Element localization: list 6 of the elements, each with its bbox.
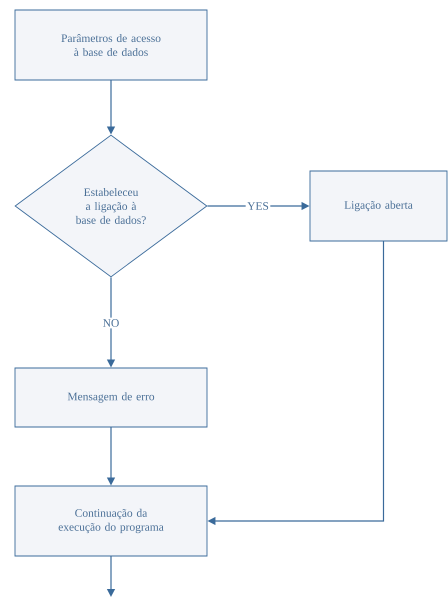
- process-box: Parâmetros de acesso à base de dados: [14, 10, 208, 80]
- process-box: Continuação da execução do programa: [14, 486, 208, 556]
- process-box: Ligação aberta: [310, 170, 448, 242]
- edge-label: NO: [101, 318, 121, 328]
- edge-label: YES: [246, 200, 270, 212]
- process-box: Mensagem de erro: [14, 368, 208, 428]
